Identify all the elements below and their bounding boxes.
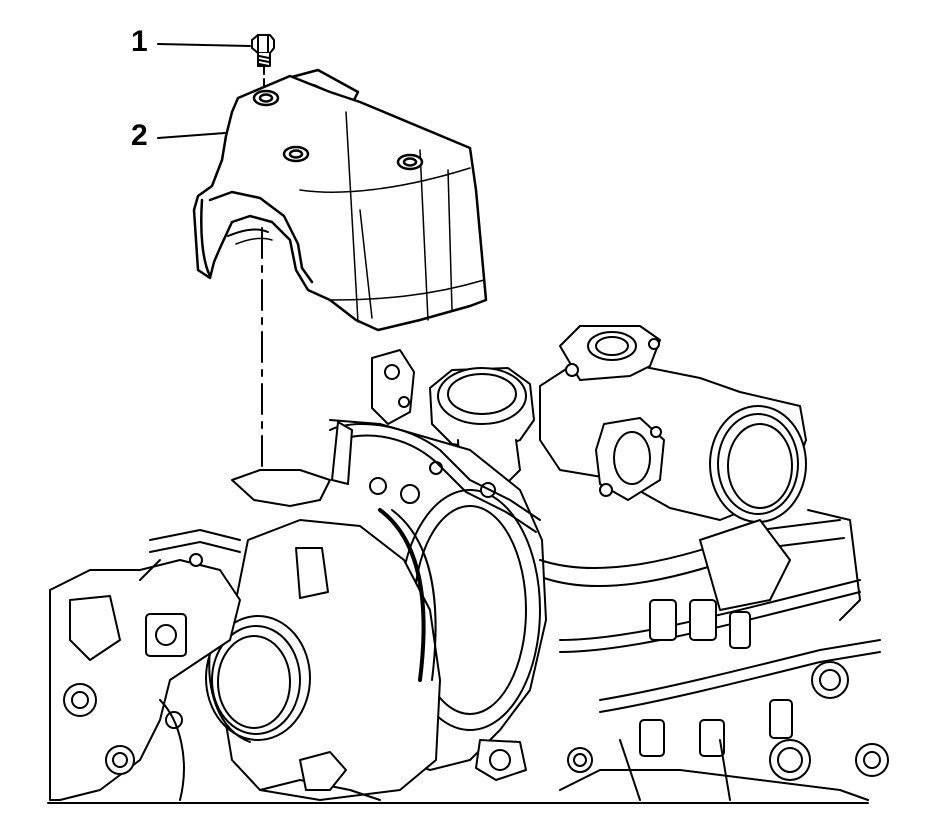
callout-label-2: 2 <box>131 119 148 152</box>
leader-line-2 <box>157 132 226 139</box>
callout-label-1: 1 <box>131 25 148 58</box>
turbo-heat-shield <box>192 68 488 332</box>
leader-line-1 <box>157 43 251 47</box>
callout-leaders <box>157 43 251 139</box>
shield-bolt-holes <box>252 89 424 171</box>
engine-assembly <box>49 325 889 801</box>
bolt <box>251 34 275 93</box>
